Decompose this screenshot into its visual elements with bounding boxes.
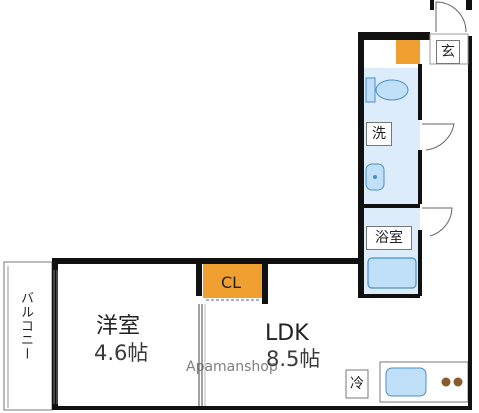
genkan-label: 玄 bbox=[436, 40, 460, 64]
toilet-tank bbox=[365, 77, 376, 103]
ldk-name: LDK bbox=[265, 321, 309, 346]
balcony-label: バルコニー bbox=[18, 291, 33, 361]
sentaku-label: 洗 bbox=[366, 122, 392, 146]
bathtub bbox=[367, 257, 417, 289]
entrance-door-swing bbox=[435, 1, 467, 33]
stove-burner bbox=[453, 377, 463, 387]
balcony-window bbox=[53, 270, 58, 404]
toilet-bowl bbox=[375, 79, 409, 101]
fridge-label: 冷 bbox=[348, 374, 366, 394]
yokushitsu-label: 浴室 bbox=[366, 226, 412, 250]
yoshitsu-size: 4.6帖 bbox=[94, 341, 149, 365]
yoshitsu-floor bbox=[52, 262, 200, 410]
washroom-door-swing bbox=[422, 123, 455, 151]
closet-label: CL bbox=[220, 273, 242, 292]
kitchen-sink bbox=[385, 367, 427, 397]
hall-floor bbox=[430, 32, 470, 296]
sliding-door bbox=[198, 304, 206, 406]
shoe-closet bbox=[396, 40, 420, 64]
closet-area bbox=[203, 264, 263, 298]
walls bbox=[52, 0, 472, 410]
ldk-size: 8.5帖 bbox=[266, 347, 321, 371]
balcony-area bbox=[3, 261, 53, 411]
stove-burner bbox=[441, 377, 451, 387]
yoshitsu-name: 洋室 bbox=[96, 314, 141, 339]
bathroom-door-swing bbox=[422, 207, 453, 237]
watermark: Apamanshop bbox=[186, 359, 278, 375]
basin-drain bbox=[373, 175, 377, 179]
